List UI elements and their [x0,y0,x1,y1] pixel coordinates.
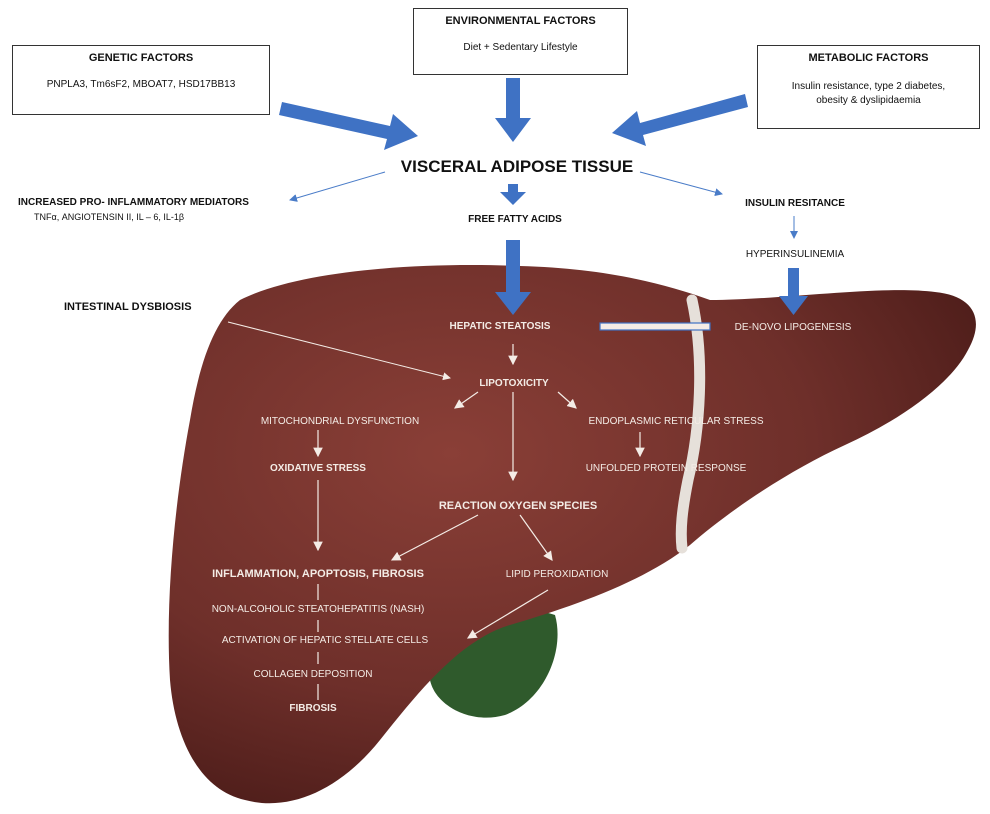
hepatic-steatosis: HEPATIC STEATOSIS [450,321,551,332]
steatosis-lipogenesis-connector [600,323,710,330]
insulin-resistance: INSULIN RESITANCE [745,198,845,209]
mitochondrial-dysfunction: MITOCHONDRIAL DYSFUNCTION [261,416,419,427]
metabolic-factors-title: METABOLIC FACTORS [758,52,979,64]
hepatic-stellate-activation: ACTIVATION OF HEPATIC STELLATE CELLS [222,635,428,646]
hyperinsulinemia: HYPERINSULINEMIA [746,249,844,260]
reaction-oxygen-species: REACTION OXYGEN SPECIES [439,500,597,512]
de-novo-lipogenesis: DE-NOVO LIPOGENESIS [735,322,852,333]
inflammation-apoptosis-fibrosis: INFLAMMATION, APOPTOSIS, FIBROSIS [212,568,424,580]
genetic-factors-title: GENETIC FACTORS [13,52,269,64]
metabolic-factors-box: METABOLIC FACTORS Insulin resistance, ty… [757,45,980,129]
environmental-factors-box: ENVIRONMENTAL FACTORS Diet + Sedentary L… [413,8,628,75]
environmental-factors-title: ENVIRONMENTAL FACTORS [414,15,627,27]
oxidative-stress: OXIDATIVE STRESS [270,463,366,474]
intestinal-dysbiosis: INTESTINAL DYSBIOSIS [64,301,192,313]
endoplasmic-reticular-stress: ENDOPLASMIC RETICULAR STRESS [588,416,763,427]
unfolded-protein-response: UNFOLDED PROTEIN RESPONSE [586,463,747,474]
nash: NON-ALCOHOLIC STEATOHEPATITIS (NASH) [212,604,425,615]
lipid-peroxidation: LIPID PEROXIDATION [506,569,609,580]
environmental-factors-body: Diet + Sedentary Lifestyle [414,41,627,55]
pro-inflammatory-heading: INCREASED PRO- INFLAMMATORY MEDIATORS [18,197,249,208]
pro-inflammatory-list: TNFα, ANGIOTENSIN II, IL – 6, IL-1β [34,212,184,222]
visceral-adipose-tissue: VISCERAL ADIPOSE TISSUE [401,157,633,177]
thin-blue-arrows [290,172,794,238]
liver-shape [169,265,976,803]
collagen-deposition: COLLAGEN DEPOSITION [254,669,373,680]
fibrosis: FIBROSIS [289,703,336,714]
genetic-factors-body: PNPLA3, Tm6sF2, MBOAT7, HSD17BB13 [13,78,269,92]
lipotoxicity: LIPOTOXICITY [479,378,548,389]
metabolic-factors-line2: obesity & dyslipidaemia [758,94,979,108]
genetic-factors-box: GENETIC FACTORS PNPLA3, Tm6sF2, MBOAT7, … [12,45,270,115]
free-fatty-acids: FREE FATTY ACIDS [468,214,562,225]
metabolic-factors-line1: Insulin resistance, type 2 diabetes, [758,80,979,94]
